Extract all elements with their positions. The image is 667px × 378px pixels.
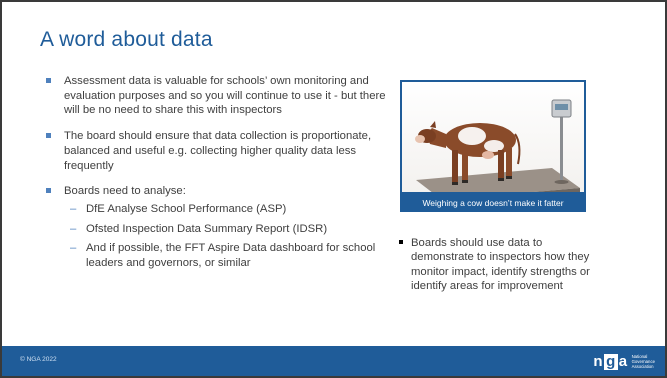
bullet-marker xyxy=(46,133,51,139)
image-caption: Weighing a cow doesn’t make it fatter xyxy=(422,198,564,208)
dash-marker: – xyxy=(70,222,77,235)
logo-word: Governance xyxy=(631,358,655,364)
bullet-item: The board should ensure that data collec… xyxy=(46,129,386,173)
bullet-marker xyxy=(399,240,403,244)
logo-letter-g: g xyxy=(604,352,618,370)
bullet-item: Assessment data is valuable for schools’… xyxy=(46,74,386,118)
sub-bullet-list: – DfE Analyse School Performance (ASP) –… xyxy=(64,202,386,271)
logo-word: Association xyxy=(631,363,654,369)
right-bullet-text: Boards should use data to demonstrate to… xyxy=(411,237,590,293)
sub-bullet-item: – Ofsted Inspection Data Summary Report … xyxy=(64,222,386,237)
sub-bullet-item: – DfE Analyse School Performance (ASP) xyxy=(64,202,386,217)
logo-wordmark: National Governance Association xyxy=(632,354,655,369)
sub-bullet-text: DfE Analyse School Performance (ASP) xyxy=(86,202,287,215)
bullet-text: Boards need to analyse: xyxy=(64,185,186,198)
bullet-marker xyxy=(46,78,51,83)
bullet-text: The board should ensure that data collec… xyxy=(64,130,372,172)
sub-bullet-item: – And if possible, the FFT Aspire Data d… xyxy=(64,241,386,270)
copyright-text: © NGA 2022 xyxy=(20,356,57,363)
logo-letter-a: a xyxy=(618,352,628,370)
cow-illustration xyxy=(402,82,584,210)
cow-on-scale-image: Weighing a cow doesn’t make it fatter xyxy=(400,80,586,212)
dash-marker: – xyxy=(70,202,77,215)
right-bullet-item: Boards should use data to demonstrate to… xyxy=(399,236,599,294)
sub-bullet-text: Ofsted Inspection Data Summary Report (I… xyxy=(86,222,328,235)
logo-letter-n: n xyxy=(593,352,604,370)
bullet-text: Assessment data is valuable for schools’… xyxy=(64,75,386,117)
logo-word: National xyxy=(631,353,648,359)
dash-marker: – xyxy=(70,242,77,255)
sub-bullet-text: And if possible, the FFT Aspire Data das… xyxy=(86,242,376,270)
slide-title: A word about data xyxy=(40,28,213,51)
bullet-item: Boards need to analyse: – DfE Analyse Sc… xyxy=(46,184,386,271)
main-bullet-list: Assessment data is valuable for schools’… xyxy=(46,74,386,282)
bullet-marker xyxy=(46,188,51,194)
